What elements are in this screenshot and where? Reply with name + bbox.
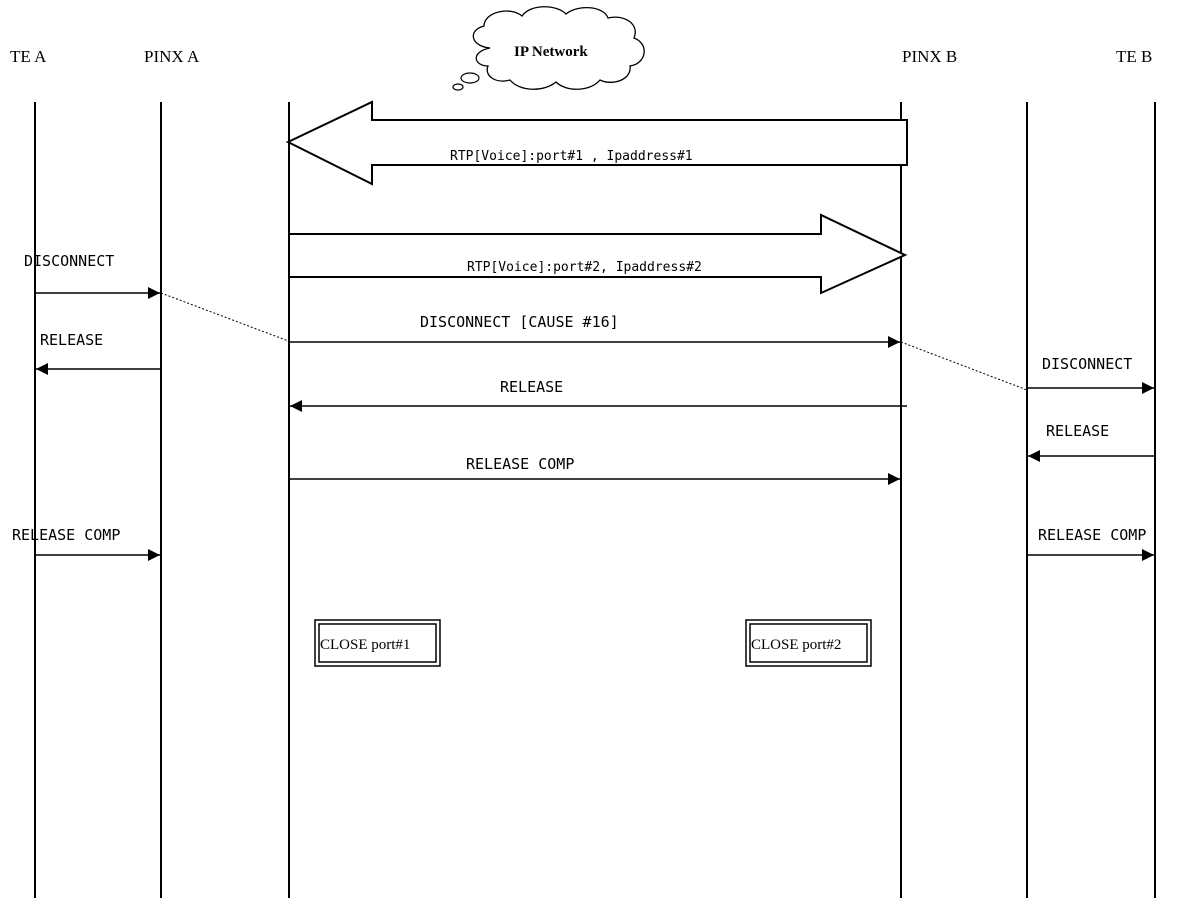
rtp-voice1-label: RTP[Voice]:port#1 , Ipaddress#1 xyxy=(450,149,693,164)
msg-b-release-label: RELEASE xyxy=(1046,422,1109,440)
close-port2-label: CLOSE port#2 xyxy=(751,637,841,653)
close-port1-box xyxy=(314,619,441,667)
header-pinx-a: PINX A xyxy=(144,47,200,66)
close-port1-label: CLOSE port#1 xyxy=(320,637,410,653)
dotted-connector-b xyxy=(900,341,1028,391)
cloud-label: IP Network xyxy=(514,44,588,60)
ip-network-cloud-icon xyxy=(452,6,645,91)
rtp-voice1-block-arrow xyxy=(285,100,908,186)
rtp-voice2-label: RTP[Voice]:port#2, Ipaddress#2 xyxy=(467,260,702,275)
msg-a-release-label: RELEASE xyxy=(40,331,103,349)
header-te-b: TE B xyxy=(1116,47,1152,66)
msg-a-release-comp-label: RELEASE COMP xyxy=(12,526,120,544)
close-port2-box xyxy=(745,619,872,667)
msg-b-release-comp-label: RELEASE COMP xyxy=(1038,526,1146,544)
header-te-a: TE A xyxy=(10,47,47,66)
msg-net-disconnect-label: DISCONNECT [CAUSE #16] xyxy=(420,313,619,331)
header-pinx-b: PINX B xyxy=(902,47,957,66)
dotted-connector-a xyxy=(160,292,292,343)
msg-b-disconnect-label: DISCONNECT xyxy=(1042,355,1132,373)
rtp-voice2-block-arrow xyxy=(288,213,908,295)
msg-a-disconnect-label: DISCONNECT xyxy=(24,252,114,270)
msg-net-release-comp-label: RELEASE COMP xyxy=(466,455,574,473)
msg-net-release-label: RELEASE xyxy=(500,378,563,396)
